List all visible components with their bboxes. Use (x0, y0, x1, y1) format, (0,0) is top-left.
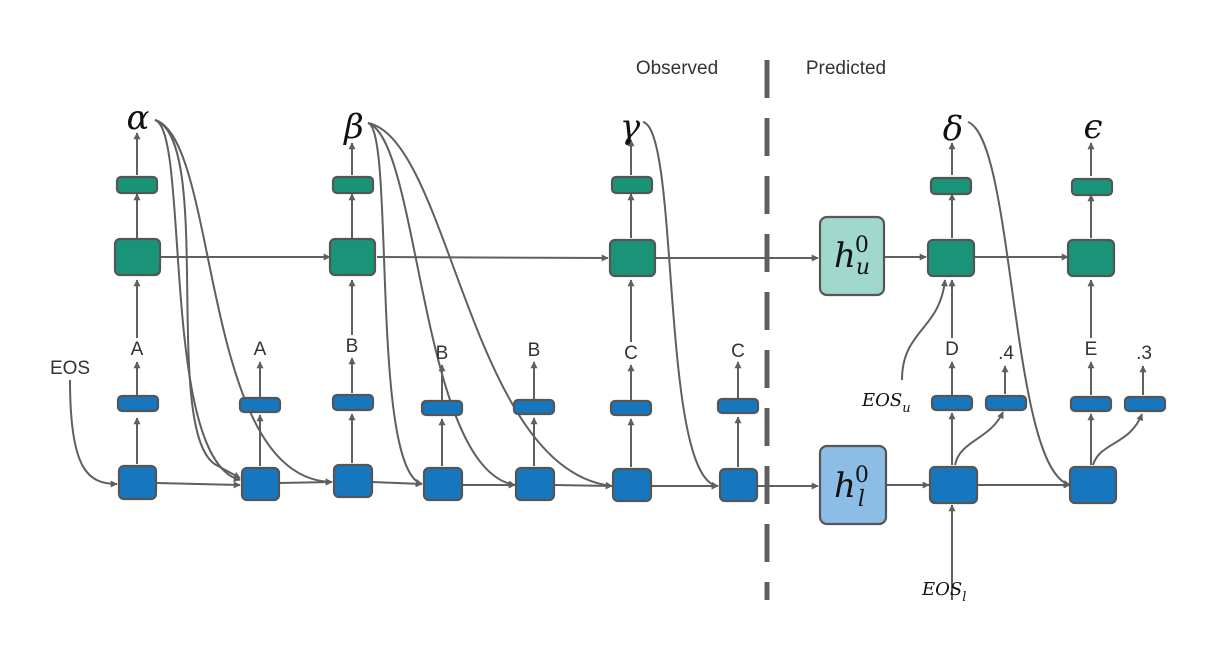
eos-input-label: EOS (50, 358, 90, 379)
upper-node-3 (608, 238, 657, 278)
lower-node-1 (117, 464, 158, 501)
lower-head-9 (1069, 395, 1113, 413)
output-delta: δ (943, 109, 963, 149)
lower-head-7 (716, 397, 760, 415)
lower-head-1 (116, 394, 160, 413)
token-c-1: C (624, 343, 638, 364)
upper-node-4 (926, 238, 976, 278)
value-head-8 (984, 394, 1028, 412)
edge-gamma-to-lower7 (642, 121, 719, 489)
edge-upper2-upper3 (376, 254, 609, 262)
edge-lower8-to-val4 (954, 411, 1004, 466)
hidden-lower-node (818, 444, 888, 526)
token-c-2: C (731, 341, 745, 362)
upper-node-2 (328, 237, 377, 277)
upper-node-1 (113, 237, 162, 277)
output-alpha: α (127, 98, 150, 138)
edge-lower3-lower4 (371, 480, 423, 488)
edge-eos-to-lower1 (69, 379, 118, 488)
lower-node-8 (928, 465, 979, 505)
hidden-upper-node (818, 215, 886, 297)
value-0-3: .3 (1136, 343, 1152, 364)
upper-head-4 (929, 176, 973, 196)
lower-head-8 (930, 394, 974, 412)
upper-head-2 (331, 175, 375, 195)
token-a-2: A (254, 339, 267, 360)
upper-head-5 (1070, 177, 1114, 197)
eos-lower-label: EOSl (921, 579, 966, 605)
upper-head-1 (115, 175, 159, 195)
lower-head-3 (331, 393, 375, 412)
upper-nodes (113, 175, 1116, 278)
lower-head-6 (609, 399, 653, 417)
value-head-9 (1123, 395, 1167, 413)
output-beta: β (342, 107, 364, 147)
lower-head-5 (512, 398, 556, 416)
lower-node-2 (240, 466, 281, 502)
value-0-4: .4 (998, 343, 1014, 364)
edge-alpha-to-lower2 (154, 119, 241, 482)
lower-node-3 (332, 463, 374, 499)
token-b-1: B (346, 336, 359, 357)
lower-head-4 (420, 399, 464, 417)
edge-delta-to-lower9 (967, 121, 1071, 487)
predicted-label: Predicted (806, 58, 886, 79)
lower-node-9 (1068, 465, 1118, 505)
upper-head-3 (610, 175, 654, 195)
lower-node-7 (718, 467, 759, 503)
edge-beta-to-lower6 (367, 122, 613, 489)
edge-beta-to-lower5 (367, 122, 516, 488)
token-b-2: B (436, 343, 449, 364)
lower-node-4 (422, 466, 464, 502)
upper-node-5 (1066, 238, 1116, 278)
token-a-1: A (131, 339, 144, 360)
lower-node-6 (611, 467, 653, 503)
eos-upper-label: EOSu (861, 390, 911, 416)
edge-alpha-to-lower2b (154, 119, 241, 479)
edge-lower9-to-val3 (1092, 413, 1143, 466)
lower-node-5 (514, 466, 556, 502)
output-epsilon: ϵ (1083, 107, 1102, 147)
output-gamma: γ (620, 107, 641, 147)
token-d: D (945, 339, 959, 360)
edges (69, 119, 1147, 600)
lower-head-2 (238, 396, 282, 414)
token-e: E (1085, 339, 1098, 360)
edge-alpha-to-lower3 (154, 119, 333, 486)
edge-lower5-lower6 (553, 482, 613, 490)
edge-lower1-lower2 (155, 481, 241, 489)
lower-nodes (116, 393, 1167, 505)
token-b-3: B (528, 340, 541, 361)
edge-eos-u-to-upper4 (901, 279, 948, 381)
observed-label: Observed (636, 58, 718, 79)
edge-beta-to-lower4 (367, 122, 423, 486)
